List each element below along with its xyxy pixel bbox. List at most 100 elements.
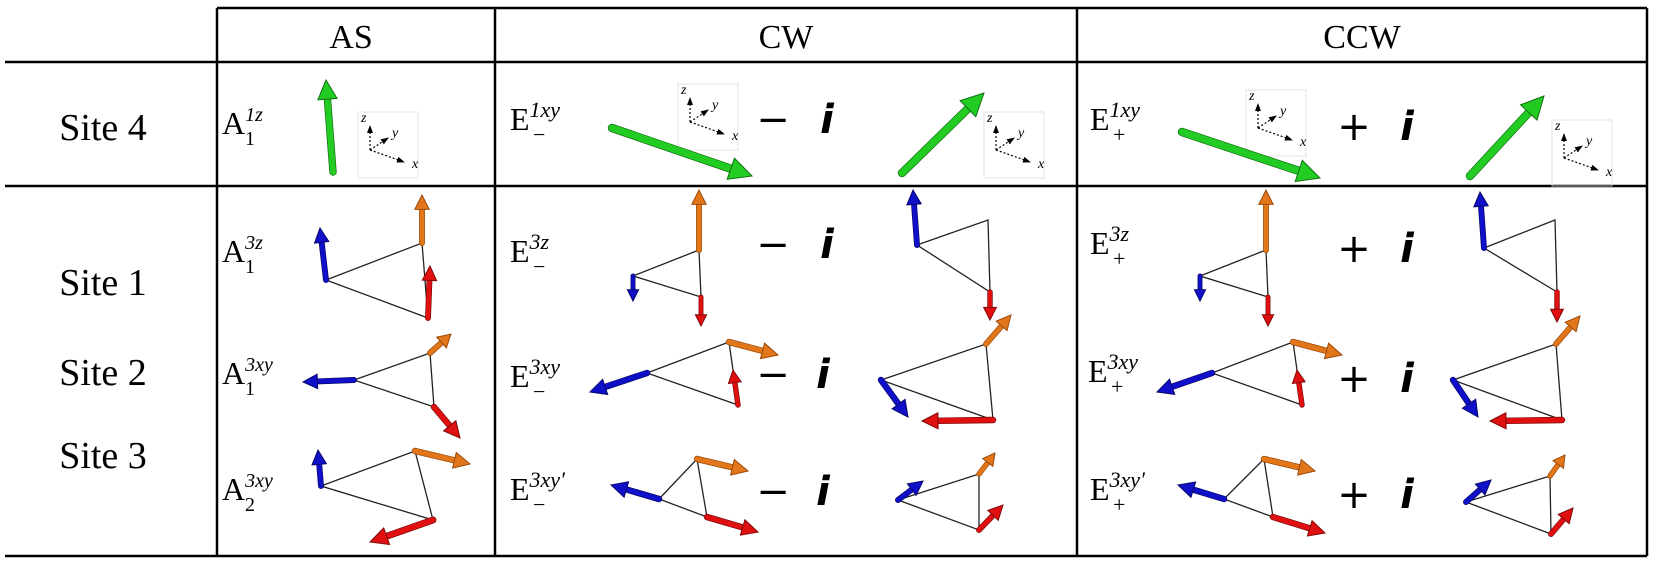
site1-displacement-arrow [1260,455,1317,476]
header-as: AS [329,19,372,56]
x-axis [1257,127,1293,141]
x-axis [369,149,405,163]
site2-displacement-arrow [1449,376,1479,418]
site3-displacement-arrow [368,516,437,546]
table-grid [5,6,1649,558]
site3-displacement-arrow [727,368,743,408]
label-ep-3z: E3z+ [1090,221,1130,271]
x-axis [995,149,1031,163]
z-axis-label: z [986,111,993,126]
y-axis-label: y [710,98,719,113]
x-axis [1563,157,1599,171]
triangle-outline [896,473,980,531]
label-em-1xy: E1xy− [510,97,560,147]
site1-displacement-arrow [690,188,708,253]
label-em-3xy: E3xy− [510,354,560,404]
xyz-axes-icon: z y x [983,111,1045,179]
y-axis-label: y [1278,104,1287,119]
row-label-site2: Site 2 [59,352,147,394]
triangle-outline [318,450,434,521]
imaginary-unit: i [816,352,831,398]
triangle-outline [879,343,994,421]
site3-displacement-arrow [703,513,760,536]
site2-displacement-arrow [906,188,923,248]
y-axis [995,137,1015,151]
y-axis-label: y [1584,134,1593,149]
header-ccw: CCW [1323,19,1401,56]
site2-displacement-arrow [1176,481,1228,503]
imaginary-unit: i [1400,104,1415,150]
site3-displacement-arrow [1549,289,1565,324]
imaginary-unit: i [1400,356,1415,402]
z-axis-label: z [1248,89,1255,104]
site3-displacement-arrow [1261,294,1275,328]
triangle-outline [324,242,429,319]
site3-displacement-arrow [920,411,997,430]
label-ep-3xy: E3xy+ [1088,349,1138,399]
y-axis [1257,115,1277,129]
label-ep-1xy: E1xy+ [1090,97,1140,147]
y-axis [369,137,389,151]
plus-sign: + [1337,104,1371,150]
imaginary-unit: i [820,97,835,143]
site3-displacement-arrow [976,504,1004,533]
x-axis [689,121,725,135]
site1-displacement-arrow [413,193,431,246]
site4-displacement-arrow [1177,127,1322,183]
row-label-site1: Site 1 [59,262,147,304]
site1-displacement-arrow [1257,188,1275,253]
site2-displacement-arrow [895,480,924,503]
site1-displacement-arrow [983,314,1012,347]
minus-sign: − [756,222,790,268]
row-label-site4: Site 4 [59,107,147,149]
site4-displacement-arrow [317,78,338,176]
label-ep-3xyp: E3xy′+ [1090,467,1146,517]
site2-displacement-arrow [311,448,328,489]
site2-displacement-arrow [609,481,663,503]
site3-displacement-arrow [1269,513,1327,537]
triangle-outline [915,219,991,294]
site1-displacement-arrow [1289,338,1344,360]
triangle-outline [1451,343,1563,421]
plus-sign: + [1337,226,1371,272]
site2-displacement-arrow [1193,273,1207,303]
label-em-3z: E3z− [510,229,550,279]
site3-displacement-arrow [1291,368,1307,408]
y-axis-label: y [1016,126,1025,141]
site3-displacement-arrow [421,264,438,321]
xyz-axes-icon: zyx [1551,119,1613,187]
site2-displacement-arrow [1463,479,1492,505]
x-axis-label: x [411,157,419,172]
operators: − i + i − i + i − i + i − i + i [756,97,1415,518]
imaginary-unit: i [1400,226,1415,272]
minus-sign: − [756,469,790,515]
triangle-outline [1210,341,1303,406]
triangle-outline [1463,475,1552,535]
site2-displacement-arrow [588,369,651,396]
site3-displacement-arrow [694,294,708,328]
header-cw: CW [759,19,815,56]
x-axis-label: x [1037,157,1045,172]
site1-displacement-arrow [411,447,472,469]
site2-displacement-arrow [313,226,330,283]
site4-displacement-arrow [1465,95,1545,181]
site2-displacement-arrow [1155,369,1216,395]
y-axis-label: y [390,126,399,141]
site2-displacement-arrow [1473,190,1490,251]
imaginary-unit: i [820,222,835,268]
y-axis [689,109,709,123]
site1-displacement-arrow [1547,454,1566,479]
plus-sign: + [1337,356,1371,402]
triangle-outline [1222,457,1274,518]
site2-displacement-arrow [626,273,640,303]
xyz-axes-icon: zyx [1245,89,1307,157]
site1-displacement-arrow [725,338,780,360]
displacement-arrow-layer [301,78,1581,546]
site2-displacement-arrow [877,376,909,418]
minus-sign: − [756,352,790,398]
